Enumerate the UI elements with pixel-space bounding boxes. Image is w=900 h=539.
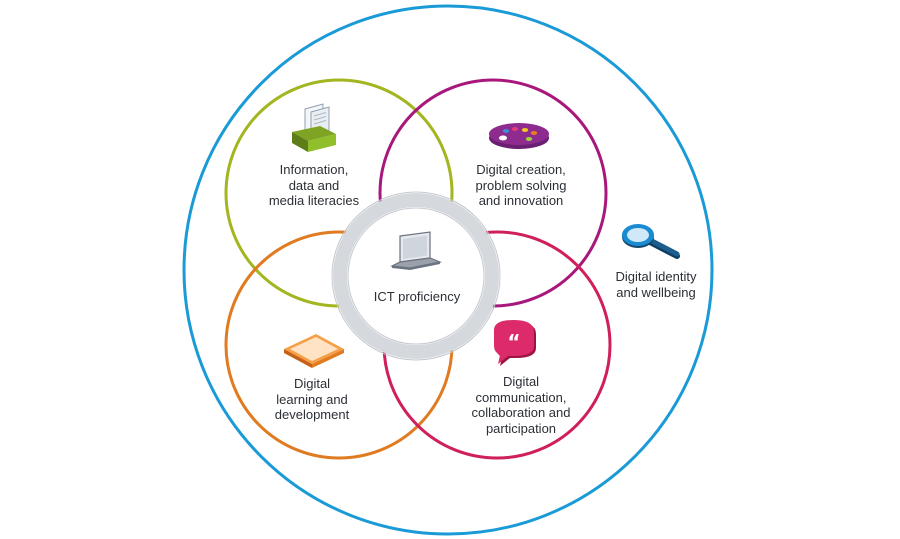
label-line: communication,: [475, 389, 567, 405]
outer-ring: [182, 4, 714, 536]
label-line: ICT proficiency: [373, 289, 461, 304]
label-line: Digital: [293, 376, 331, 391]
label-communication: Digital communication, collaboration and…: [446, 374, 596, 436]
label-line: learning and: [276, 391, 348, 407]
label-identity: Digital identity and wellbeing: [596, 269, 716, 300]
label-line: data and: [288, 177, 340, 193]
label-ict-proficiency: ICT proficiency: [355, 289, 479, 305]
center-ring: [333, 193, 499, 359]
label-line: problem solving: [475, 177, 567, 193]
label-creation: Digital creation, problem solving and in…: [446, 162, 596, 209]
laptop-icon: [389, 231, 443, 270]
center-ring-edge: [331, 191, 501, 361]
label-line: and wellbeing: [616, 284, 696, 300]
document-tray-icon: [292, 103, 336, 152]
label-line: Information,: [279, 162, 349, 177]
paint-palette-icon: [489, 123, 549, 149]
speech-bubble-quote-icon: “: [494, 320, 536, 366]
label-line: media literacies: [268, 193, 360, 208]
label-line: Digital creation,: [476, 162, 566, 177]
label-line: Digital: [502, 374, 540, 389]
label-line: development: [274, 407, 350, 422]
label-line: collaboration and: [471, 405, 571, 420]
label-information: Information, data and media literacies: [244, 162, 384, 209]
label-learning: Digital learning and development: [242, 376, 382, 423]
center-ring-inner-edge: [347, 207, 485, 345]
magnifying-glass-icon: [622, 224, 680, 259]
label-line: participation: [485, 420, 557, 436]
tablet-icon: [284, 334, 344, 368]
label-line: and innovation: [478, 193, 564, 208]
svg-text:“: “: [507, 330, 520, 354]
label-line: Digital identity: [615, 269, 697, 284]
